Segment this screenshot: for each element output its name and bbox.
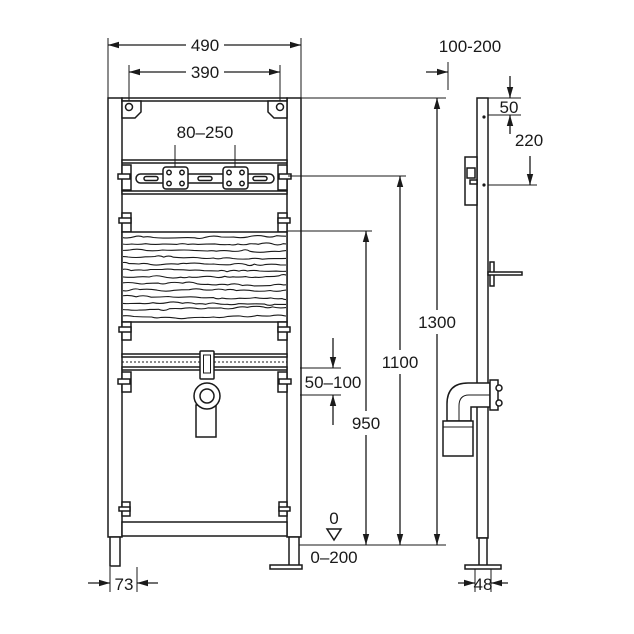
wood-grain-line [123,314,286,320]
slot [197,175,213,182]
wood-grain-line [123,235,286,240]
left-post [107,97,123,538]
left-board-screw-bottom [118,326,132,333]
plate-hole [179,180,185,187]
plate-hole [179,169,185,176]
slot [143,175,159,182]
right-post [286,97,302,538]
wood-grain-line [123,268,286,273]
wood-grain-line [123,255,286,260]
side-view [442,97,523,570]
wood-grain-line [123,242,286,246]
left-mounting-plate [162,166,189,190]
side-leg [478,537,488,567]
right-leg [288,536,300,567]
floor-adjustment-label: 0–200 [310,548,357,567]
side-dimensions: 100-200 50 220 48 [426,37,543,594]
drain-outlet-inner [199,388,215,404]
wood-grain-line [123,261,286,267]
drain-adjustment-label: 50–100 [305,373,362,392]
side-post-hole [482,115,486,119]
frame-height-label: 1300 [418,313,456,332]
side-floor-plate [464,564,502,570]
right-lower-screw [278,378,292,385]
top-rail [121,97,288,102]
bottom-crossbar [121,521,288,537]
left-upper-screw [117,173,131,180]
drain-bolt [489,379,499,411]
wood-grain-line [123,288,286,292]
overall-width-label: 490 [191,36,219,55]
side-post-hole [482,183,486,187]
floor-level-label: 0 [329,509,338,528]
wood-grain-line [123,248,286,253]
side-support-bar [487,271,523,276]
side-bracket-tab [466,167,476,179]
left-fixing-hole [124,102,134,112]
right-board-screw-bottom [277,326,291,333]
drain-elbow [446,382,491,422]
side-bracket-clip [469,179,478,185]
left-board-screw-top [118,217,132,224]
left-lower-screw [117,378,131,385]
plate-hole [239,169,245,176]
right-mounting-plate [222,166,249,190]
wood-grain-line [123,274,286,279]
front-view [107,97,303,570]
floor-level-triangle-icon [325,528,343,542]
drain-socket [442,420,474,457]
drain-bolt-head [495,384,503,392]
hole-spacing-label: 390 [191,63,219,82]
plate-spacing-label: 80–250 [177,123,234,142]
front-dimensions: 490 390 80–250 1300 1100 950 50–10 [88,36,456,594]
bracket-spacing-label: 220 [515,131,543,150]
plate-hole [166,169,172,176]
upper-rail-height-label: 1100 [382,353,419,372]
drain-bracket-slot [203,354,211,374]
wood-grain-line [123,301,286,306]
plate-hole [239,180,245,187]
left-bottom-screw [118,506,131,512]
wood-grain-line [123,305,286,311]
right-floor-plate [269,564,303,570]
wood-grain-line [123,281,286,287]
plate-hole [166,180,172,187]
wood-grain-line [123,294,286,301]
wall-distance-label: 100-200 [439,37,501,56]
drain-pipe [195,404,217,438]
top-offset-label: 50 [500,98,519,117]
plate-hole [226,180,232,187]
foot-width-label: 73 [115,575,134,594]
side-post [476,97,489,539]
left-leg [109,536,121,567]
slot [252,175,268,182]
right-bottom-screw [278,506,291,512]
wood-grain [123,235,286,320]
drain-elbow-inner-line [458,394,490,421]
upper-rail-bottom [121,190,288,195]
right-board-screw-top [277,217,291,224]
upper-rail-top [121,159,288,164]
right-fixing-hole [275,102,285,112]
post-depth-label: 48 [474,575,493,594]
plate-hole [226,169,232,176]
drain-bolt-head [495,399,503,407]
board-height-label: 950 [352,414,380,433]
